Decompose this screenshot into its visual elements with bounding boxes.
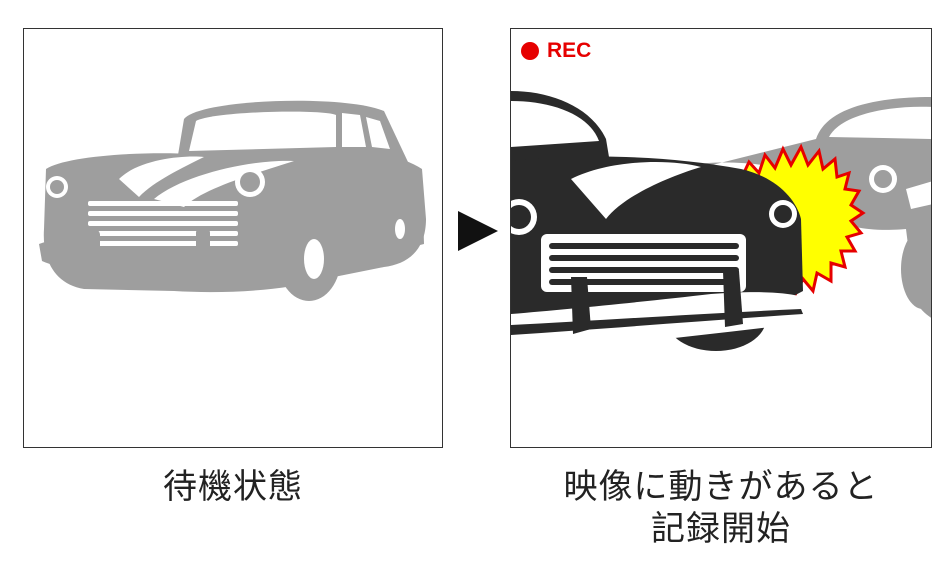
recording-caption-line2: 記録開始	[651, 509, 791, 549]
rec-indicator: REC	[521, 39, 591, 63]
rec-label: REC	[547, 39, 592, 62]
recording-start-caption: 映像に動きがあると 記録開始	[510, 466, 932, 550]
idle-state-panel	[23, 28, 443, 448]
play-arrow-icon	[458, 211, 498, 251]
idle-car-icon	[39, 100, 427, 301]
collision-scene	[511, 91, 931, 351]
recording-caption-line1: 映像に動きがあると	[563, 467, 879, 507]
background-car-icon	[675, 97, 931, 318]
idle-state-caption: 待機状態	[163, 467, 303, 507]
recording-state-panel: REC	[510, 28, 932, 448]
recording-dot-icon	[521, 42, 539, 60]
